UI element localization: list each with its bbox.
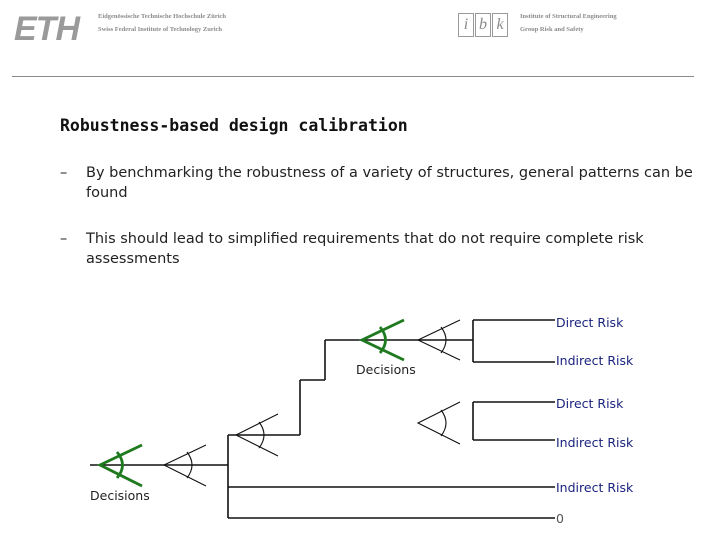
decisions-label: Decisions bbox=[356, 362, 416, 377]
bullet-dash: – bbox=[60, 231, 68, 247]
header-divider bbox=[12, 76, 694, 77]
outcome-label: Direct Risk bbox=[556, 315, 624, 330]
outcome-label: Indirect Risk bbox=[556, 435, 634, 450]
eth-name-english: Swiss Federal Institute of Technology Zu… bbox=[98, 26, 223, 33]
group-name: Group Risk and Safety bbox=[520, 26, 584, 33]
decisions-label: Decisions bbox=[90, 488, 150, 503]
outcome-label: Indirect Risk bbox=[556, 480, 634, 495]
decision-node-icon bbox=[96, 443, 143, 488]
chance-node-icon bbox=[416, 401, 461, 445]
bullet-text: By benchmarking the robustness of a vari… bbox=[86, 165, 693, 201]
bullet-dash: – bbox=[60, 165, 68, 181]
ibk-letter-k: k bbox=[492, 13, 508, 37]
eth-logo: ETH bbox=[14, 10, 80, 48]
institute-name: Institute of Structural Engineering bbox=[520, 13, 617, 20]
tree-branches bbox=[90, 319, 555, 519]
ibk-logo: i b k bbox=[458, 13, 508, 37]
bullet-text: This should lead to simplified requireme… bbox=[86, 231, 644, 267]
chance-node-icon bbox=[162, 444, 207, 487]
chance-node-icon bbox=[234, 413, 279, 457]
outcome-label: 0 bbox=[556, 511, 564, 526]
chance-node-icon bbox=[416, 319, 461, 361]
slide-title: Robustness-based design calibration bbox=[60, 116, 408, 135]
decision-node-icon bbox=[358, 318, 405, 362]
eth-name-german: Eidgenössische Technische Hochschule Zür… bbox=[98, 13, 227, 20]
ibk-letter-b: b bbox=[475, 13, 491, 37]
ibk-letter-i: i bbox=[458, 13, 474, 37]
outcome-label: Direct Risk bbox=[556, 396, 624, 411]
outcome-label: Indirect Risk bbox=[556, 353, 634, 368]
